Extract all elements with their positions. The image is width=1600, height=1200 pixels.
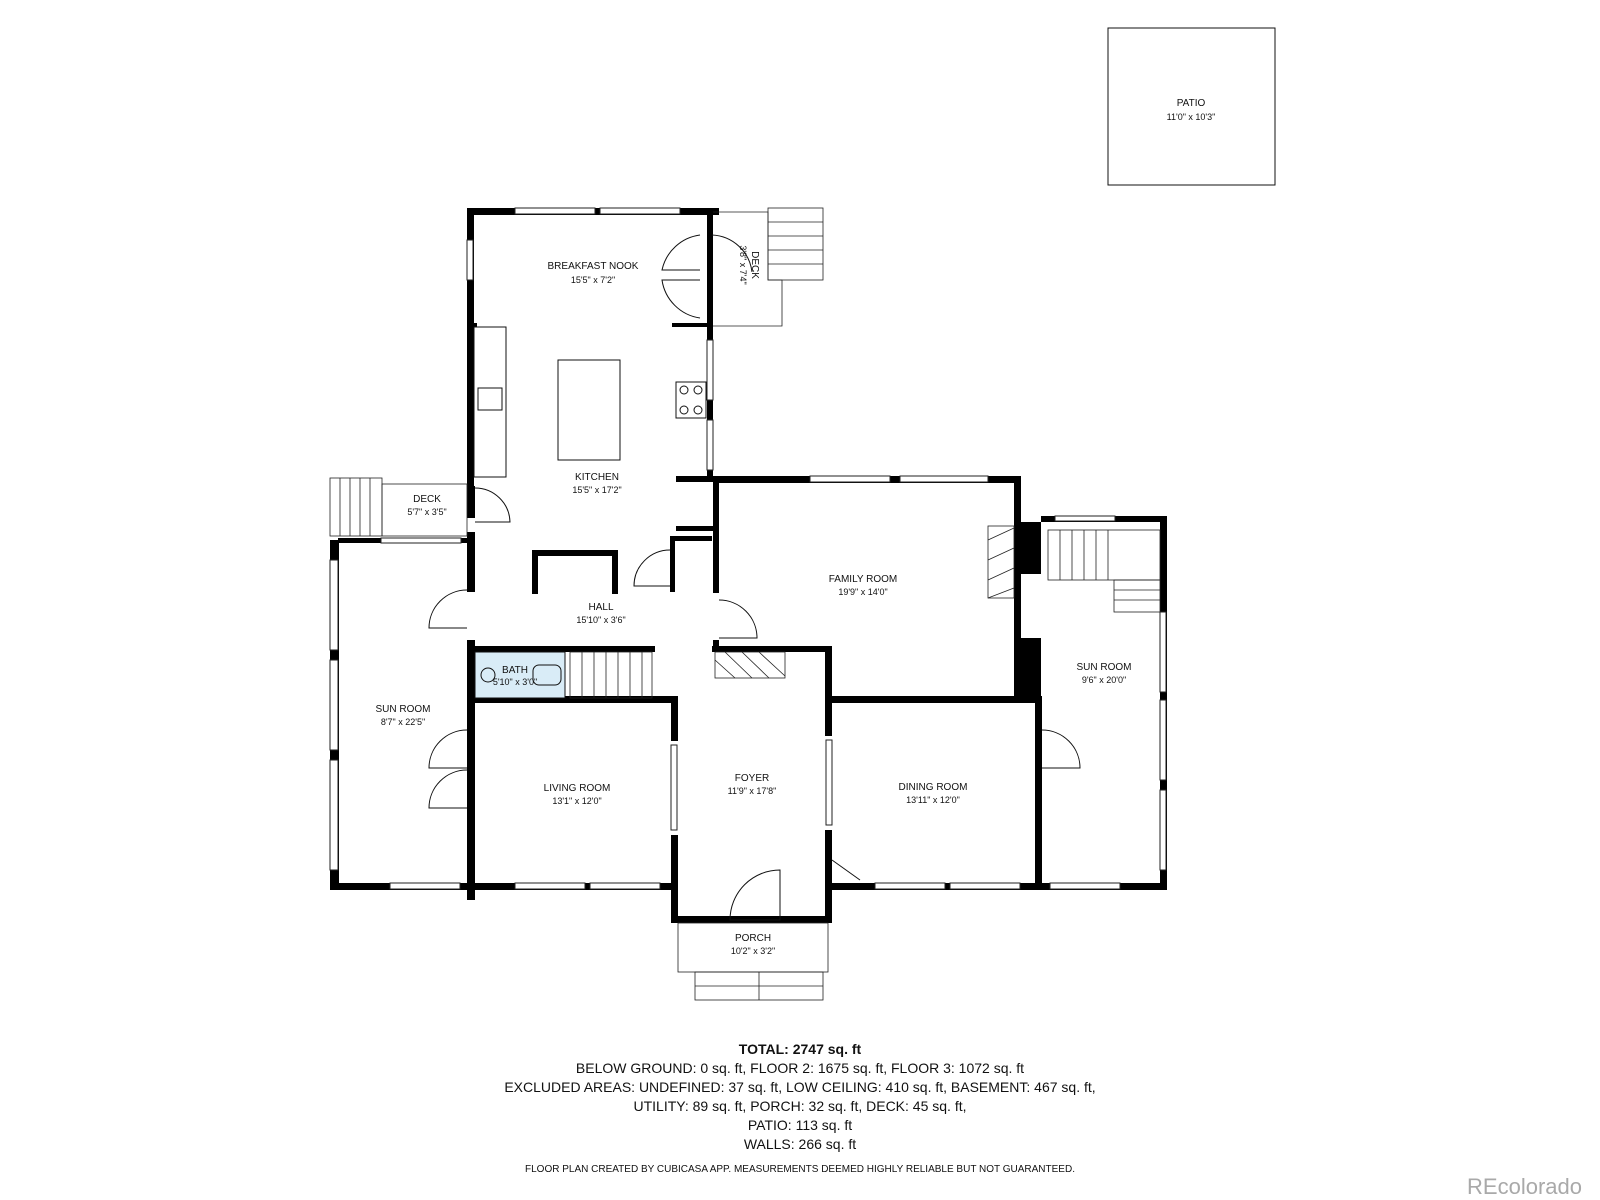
brand-watermark: REcolorado	[1467, 1174, 1582, 1199]
patio	[1107, 27, 1276, 186]
breakfast-nook-dim: 15'5" x 7'2"	[571, 275, 615, 285]
hall-dim: 15'10" x 3'6"	[576, 615, 625, 625]
kitchen-island	[557, 359, 621, 461]
doors	[428, 234, 1081, 921]
bath-area	[474, 651, 566, 699]
kitchen-name: KITCHEN	[575, 472, 619, 483]
windows	[329, 207, 1167, 890]
area-summary: TOTAL: 2747 sq. ft BELOW GROUND: 0 sq. f…	[0, 1040, 1600, 1154]
sun-room-right-dim: 9'6" x 20'0"	[1082, 675, 1126, 685]
bath-name: BATH	[502, 665, 528, 676]
family-room-dim: 19'9" x 14'0"	[838, 587, 887, 597]
sun-room-left-name: SUN ROOM	[376, 704, 431, 715]
summary-line-1: BELOW GROUND: 0 sq. ft, FLOOR 2: 1675 sq…	[575, 1060, 1025, 1076]
hall-name: HALL	[588, 602, 613, 613]
foyer-name: FOYER	[735, 773, 769, 784]
foyer-dim: 11'9" x 17'8"	[728, 786, 777, 796]
bath-sink	[532, 664, 562, 686]
walls	[330, 208, 1167, 923]
living-room-name: LIVING ROOM	[544, 783, 611, 794]
summary-line-3: UTILITY: 89 sq. ft, PORCH: 32 sq. ft, DE…	[633, 1098, 967, 1114]
patio-dim: 11'0" x 10'3"	[1167, 112, 1216, 122]
summary-line-2: EXCLUDED AREAS: UNDEFINED: 37 sq. ft, LO…	[504, 1079, 1096, 1095]
summary-line-4: PATIO: 113 sq. ft	[747, 1117, 853, 1133]
dining-room-name: DINING ROOM	[899, 782, 968, 793]
summary-line-5: WALLS: 266 sq. ft	[743, 1136, 857, 1152]
sun-room-left-dim: 8'7" x 22'5"	[381, 717, 425, 727]
patio-name: PATIO	[1177, 98, 1206, 109]
stairs	[329, 207, 1161, 1001]
dining-room-dim: 13'11" x 12'0"	[906, 795, 960, 805]
deck-top-dim: 3'8" x 7'4"	[738, 245, 748, 284]
family-room-name: FAMILY ROOM	[829, 574, 898, 585]
deck-top-name: DECK	[749, 251, 760, 279]
stove	[675, 381, 707, 419]
room-labels: PATIO 11'0" x 10'3" BREAKFAST NOOK 15'5"…	[376, 98, 1216, 956]
kitchen-sink	[477, 387, 503, 411]
total-area: TOTAL: 2747 sq. ft	[738, 1041, 862, 1057]
deck-left-dim: 5'7" x 3'5"	[407, 507, 446, 517]
kitchen-dim: 15'5" x 17'2"	[572, 485, 621, 495]
breakfast-nook-name: BREAKFAST NOOK	[548, 261, 639, 272]
bath-dim: 5'10" x 3'0"	[493, 677, 537, 687]
porch-dim: 10'2" x 3'2"	[731, 946, 775, 956]
deck-left-name: DECK	[413, 494, 441, 505]
porch-name: PORCH	[735, 933, 771, 944]
kitchen-counter	[473, 326, 507, 478]
sun-room-right-name: SUN ROOM	[1077, 662, 1132, 673]
toilet-icon	[480, 667, 496, 683]
fixtures	[473, 326, 707, 699]
living-room-dim: 13'1" x 12'0"	[552, 796, 601, 806]
disclaimer: FLOOR PLAN CREATED BY CUBICASA APP. MEAS…	[525, 1164, 1075, 1175]
